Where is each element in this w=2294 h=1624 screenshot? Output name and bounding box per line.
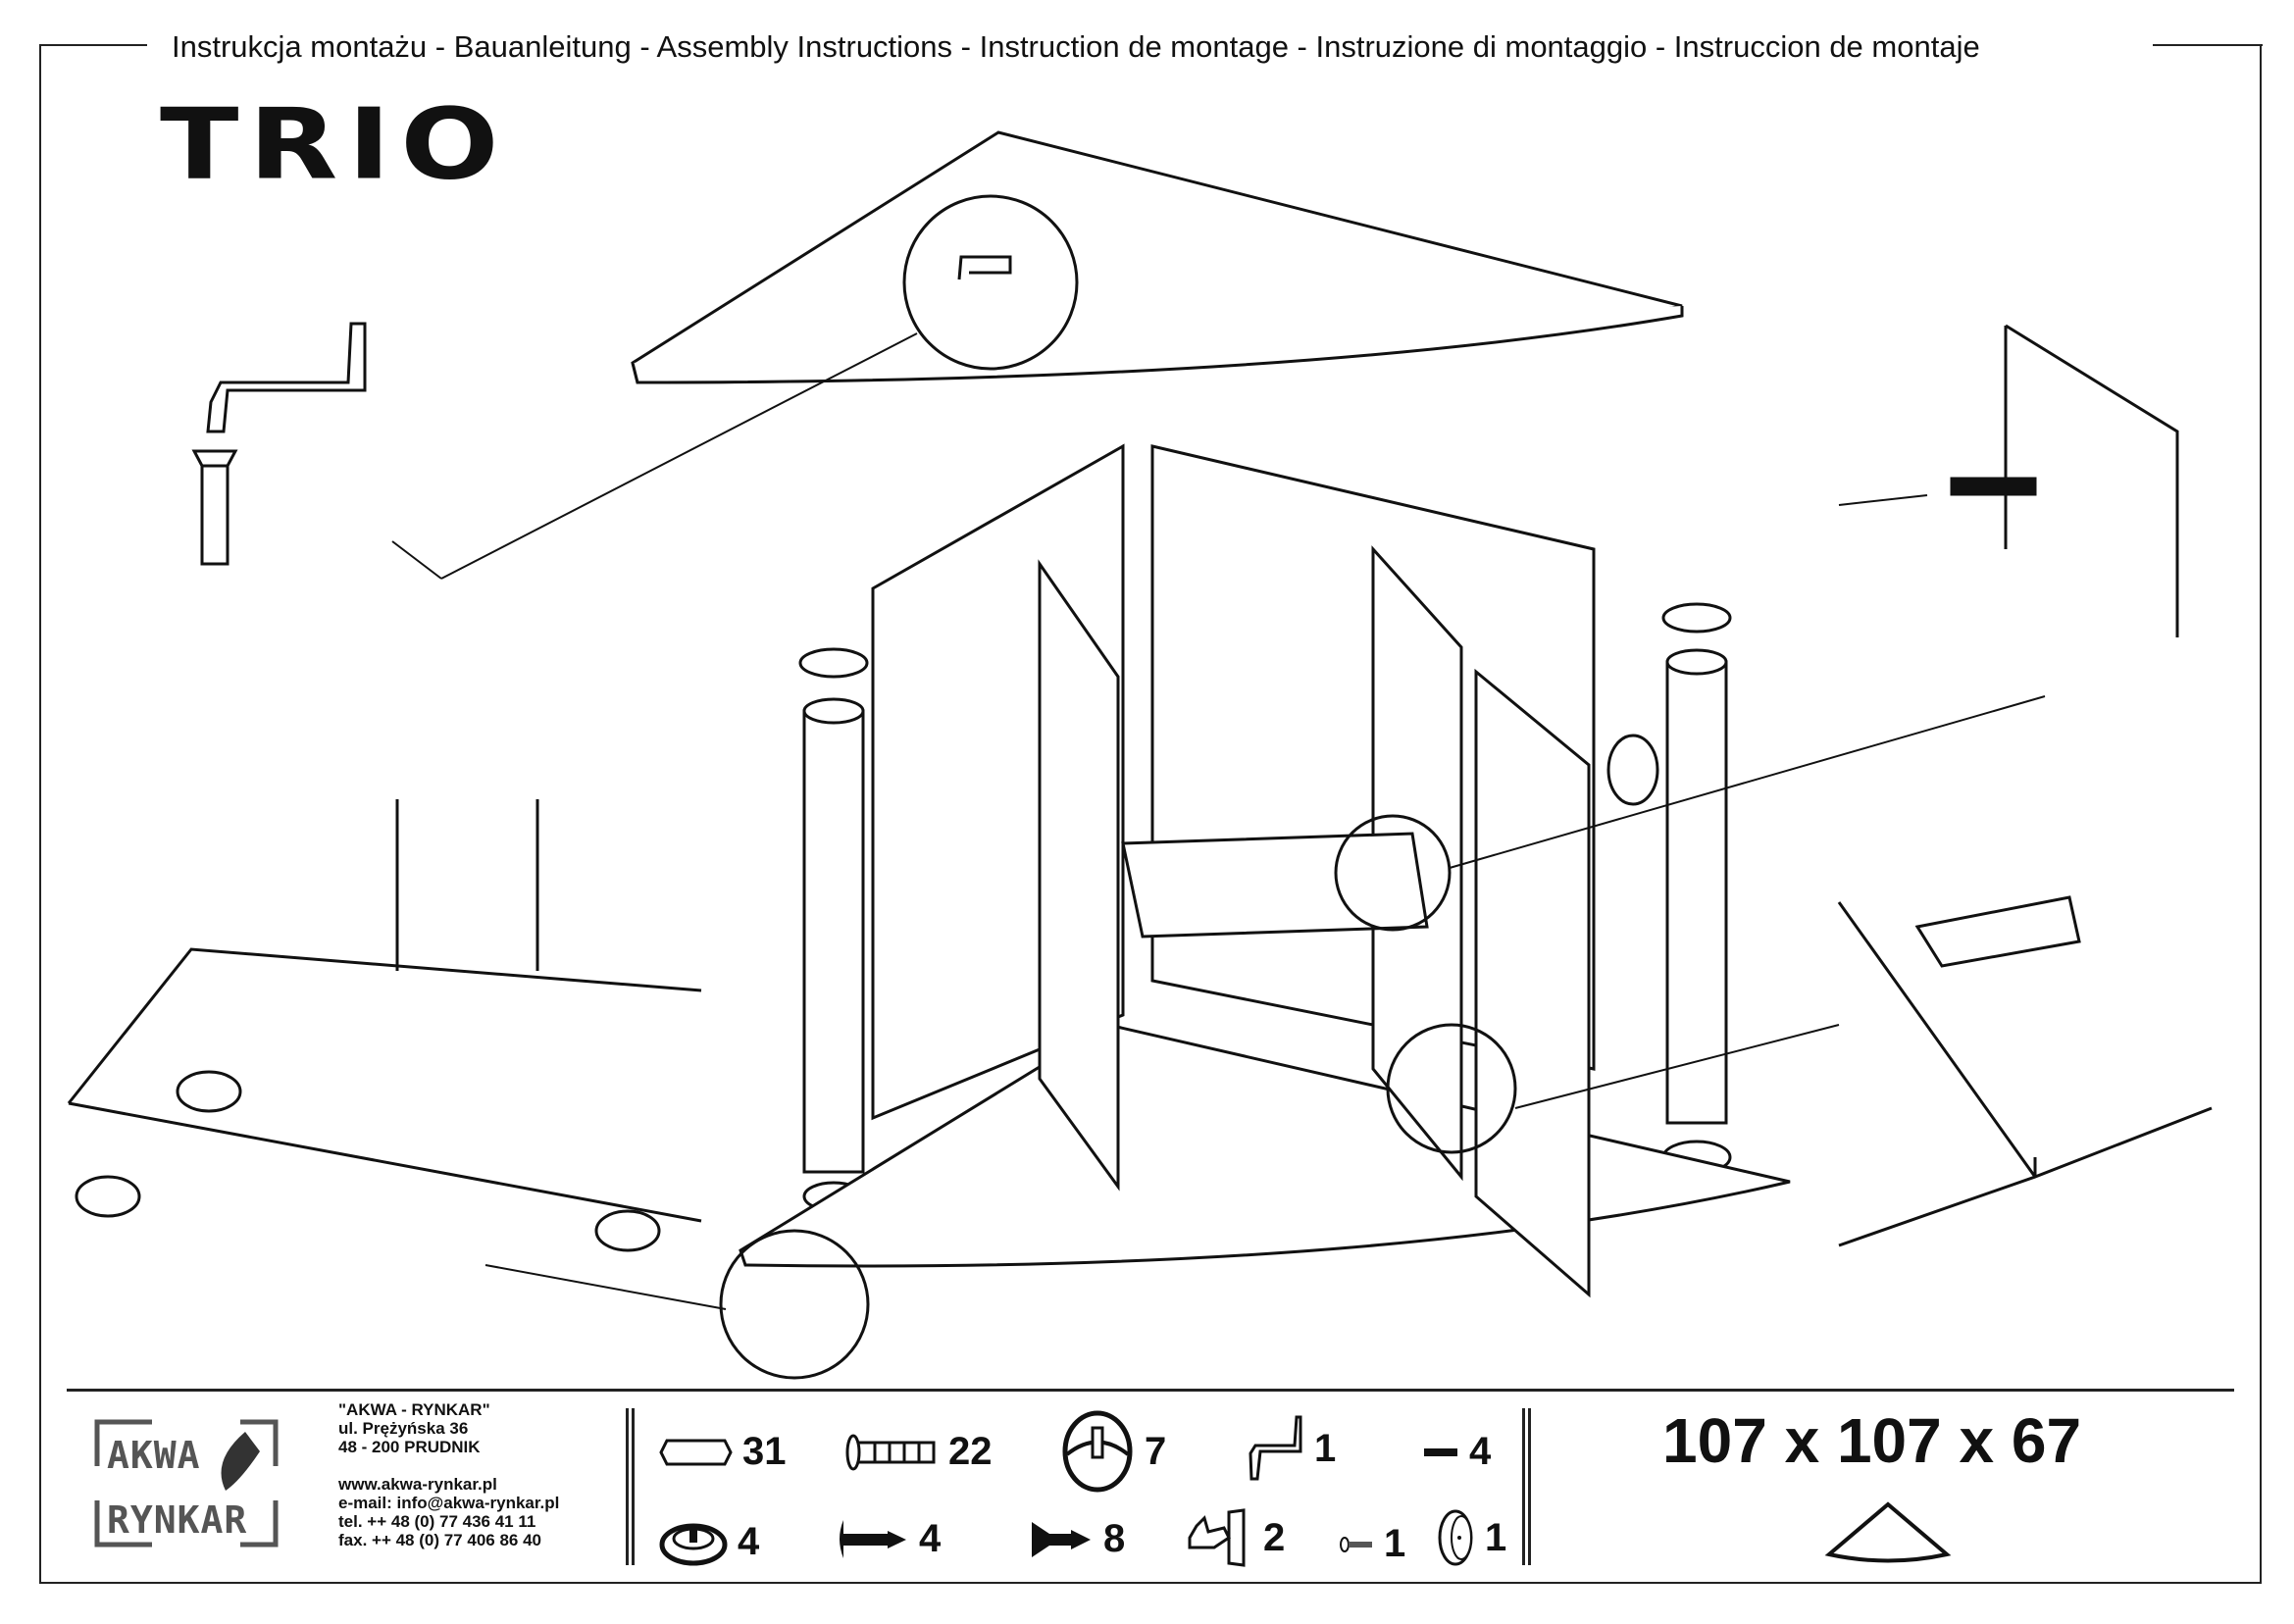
part-small-screw: 1 (1340, 1522, 1405, 1566)
footer-divider (67, 1389, 2234, 1392)
part-qty: 1 (1314, 1426, 1337, 1470)
part-qty: 2 (1263, 1515, 1286, 1559)
allen-key-detail (191, 322, 442, 580)
company-logo: AKWA RYNKAR (93, 1412, 280, 1549)
leveling-foot-icon (659, 1523, 728, 1566)
part-allen-key: 1 (1246, 1414, 1336, 1483)
part-qty: 4 (919, 1517, 942, 1560)
left-column (798, 647, 869, 1212)
confirmat-screw-icon (845, 1434, 936, 1470)
company-email[interactable]: e-mail: info@akwa-rynkar.pl (338, 1494, 560, 1512)
frame-top-right (2153, 44, 2263, 46)
company-name: "AKWA - RYNKAR" (338, 1400, 490, 1419)
header-title: Instrukcja montażu - Bauanleitung - Asse… (172, 29, 1980, 64)
page-frame (39, 44, 2262, 1584)
middle-shelf (1121, 832, 1429, 939)
right-door (1474, 668, 1591, 1298)
frame-top-left (39, 44, 147, 46)
part-qty: 31 (742, 1430, 787, 1473)
allen-key-icon (1249, 1415, 1302, 1481)
angelfish-icon (94, 1419, 279, 1548)
hinge-icon (1188, 1508, 1246, 1567)
part-cam-lock: 7 (1061, 1410, 1166, 1494)
company-phone: tel. ++ 48 (0) 77 436 41 11 (338, 1512, 536, 1531)
part-qty: 1 (1485, 1515, 1507, 1559)
round-head-screw-icon (840, 1520, 906, 1558)
left-door (1038, 559, 1120, 1192)
part-qty: 4 (1469, 1430, 1492, 1473)
part-countersunk-screw: 8 (1030, 1517, 1125, 1561)
part-round-head-screw: 4 (836, 1517, 941, 1561)
dowel-detail (1838, 324, 2179, 637)
product-dimensions: 107 x 107 x 67 (1662, 1405, 2082, 1476)
part-hinge: 2 (1185, 1508, 1285, 1567)
part-confirmat-screw: 22 (845, 1430, 993, 1474)
part-qty: 1 (1384, 1522, 1406, 1565)
part-qty: 22 (948, 1430, 993, 1473)
hinge-detail (1837, 895, 2213, 1247)
part-qty: 8 (1103, 1517, 1126, 1560)
cam-lock-icon (1062, 1410, 1133, 1493)
company-info: "AKWA - RYNKAR" ul. Prężyńska 36 48 - 20… (338, 1400, 559, 1549)
corner-shape-icon (1824, 1501, 1952, 1563)
small-screw-icon (1340, 1536, 1372, 1552)
product-title: TRIO (160, 86, 509, 202)
company-street: ul. Prężyńska 36 (338, 1419, 469, 1438)
knob-icon (1438, 1509, 1473, 1566)
company-city: 48 - 200 PRUDNIK (338, 1438, 481, 1456)
separator-left (626, 1408, 635, 1565)
part-leveling-foot: 4 (659, 1517, 759, 1566)
part-dowel: 31 (659, 1430, 787, 1474)
part-qty: 4 (738, 1519, 760, 1563)
assembly-drawing (67, 130, 2213, 1380)
feet-detail (67, 799, 702, 1252)
countersunk-screw-icon (1032, 1522, 1091, 1557)
part-pin: 4 (1422, 1430, 1491, 1474)
company-fax: fax. ++ 48 (0) 77 406 86 40 (338, 1531, 541, 1549)
part-qty: 7 (1145, 1430, 1167, 1473)
logo-text-1: AKWA (107, 1434, 201, 1477)
pin-icon (1424, 1447, 1457, 1456)
top-shelf (440, 130, 1684, 580)
company-website[interactable]: www.akwa-rynkar.pl (338, 1475, 497, 1494)
part-knob: 1 (1436, 1508, 1506, 1567)
logo-text-2: RYNKAR (107, 1498, 248, 1542)
separator-right (1522, 1408, 1531, 1565)
dowel-icon (659, 1439, 733, 1465)
right-column (1661, 602, 1732, 1175)
